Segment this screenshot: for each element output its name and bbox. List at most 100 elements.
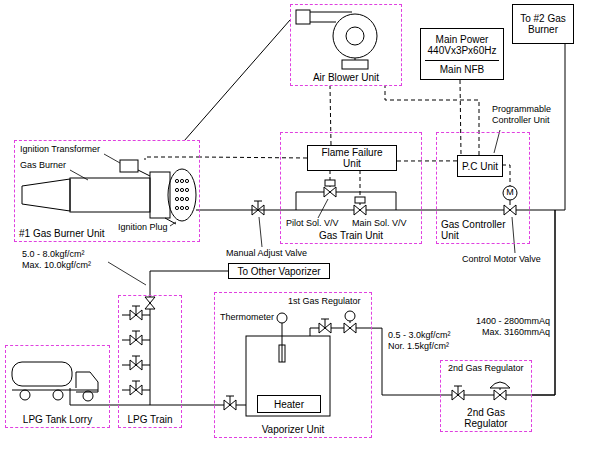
power-box: Main Power440Vx3Px60HzMain NFB [420,28,504,80]
part-label: Nor. 1.5kgf/cm² [388,341,449,352]
valve-handle [226,396,234,405]
drawing-stroke [330,186,331,187]
drawing-stroke [330,170,331,180]
part-label: Gas Burner [20,160,66,171]
drawing-stroke [145,157,200,160]
drawing-stroke [150,172,170,218]
node-text: LPG Tank Lorry [23,414,92,425]
part-label: 5.0 - 8.0kgf/cm² [22,249,85,260]
node-text: To #2 Gas Burner [517,13,569,35]
burner-hole [180,206,183,209]
signal-line [330,86,331,145]
drawing-stroke [259,217,262,247]
part-label: Main Sol. V/V [352,218,407,229]
node-text: Vaporizer Unit [262,424,325,435]
burner-hole [185,206,188,209]
burner-hole [175,206,178,209]
drawing-stroke [503,186,517,200]
drawing-stroke [122,315,150,390]
drawing-stroke [490,382,510,388]
valve-symbol [344,323,356,333]
burner-hole [185,197,188,200]
drawing-stroke [120,160,138,172]
burner-hole [180,197,183,200]
node-text: Gas Controller Unit [441,219,511,241]
drawing-stroke [170,222,176,226]
drawing-stroke [20,390,30,400]
destination-box: To #2 Gas Burner [512,4,574,44]
drawing-stroke [104,154,120,163]
valve-handle [132,306,140,315]
part-label: Pilot Sol. V/V [286,218,339,229]
drawing-stroke [70,178,150,212]
drawing-stroke [246,336,330,416]
drawing-stroke [310,12,352,22]
gas-pipe [532,44,565,395]
unit-box: Gas Controller Unit P.C Unit [436,132,530,244]
valve-symbol [354,205,366,215]
burner-hole [180,179,183,182]
burner-hole [180,188,183,191]
gas-pipe [530,210,555,395]
burner-hole [185,188,188,191]
drawing-stroke [510,200,511,205]
drawing-stroke [360,203,361,205]
drawing-stroke [502,165,510,186]
valve-symbol [504,205,516,215]
drawing-stroke [76,372,98,392]
drawing-stroke [342,60,368,69]
burner-hole [185,179,188,182]
node-text: Heater [274,399,304,410]
drawing-stroke [325,180,335,186]
valve-handle [132,381,140,390]
gas-pipe [182,405,214,406]
signal-line [397,160,457,161]
unit-box: Air Blower Unit [290,4,402,86]
blower-drawing [296,10,377,69]
burner-hole [175,197,178,200]
drawing-stroke [277,313,287,323]
drawing-stroke [108,262,146,285]
node-text: Gas Train Unit [319,230,383,241]
node-text: 440Vx3Px60Hz [428,45,497,56]
part-label: Ignition Plug [118,222,168,233]
burner-hole [175,179,178,182]
control-box: P.C Unit [457,155,503,177]
drawing-stroke [296,192,396,210]
gas-pipe [110,405,118,406]
lorry-drawing [12,362,98,401]
valve-symbol [324,187,336,197]
burner-holes [175,179,188,209]
node-text: Main NFB [425,60,499,75]
solenoids [325,180,517,390]
drawing-stroke [70,170,88,180]
part-label: Manual Adjust Valve [226,248,307,259]
drawing-stroke [346,27,364,45]
unit-box: LPG Train [118,295,182,428]
valve-handle [132,356,140,365]
drawing-stroke [333,14,377,58]
part-label: 1st Gas Regulator [288,296,361,307]
burner-hole [175,188,178,191]
part-label: Max. 3160mmAq [470,327,550,338]
signal-line [200,157,307,158]
drawing-stroke [350,321,351,323]
heater-box: Heater [257,395,321,413]
pipe-lines [70,192,532,405]
node-text: To Other Vaporizer [237,266,320,277]
unit-box: #1 Gas Burner Unit [14,140,200,242]
node-text: Main Power [436,34,489,45]
valve-handle [132,331,140,340]
drawing-stroke [168,169,196,221]
drawing-stroke [512,217,515,253]
drawing-stroke [355,58,356,60]
node-text: #1 Gas Burner Unit [19,228,105,239]
unit-box: LPG Tank Lorry [5,345,110,428]
node-text: P.C Unit [462,161,498,172]
drawing-stroke [360,170,361,197]
drawing-stroke [70,388,110,405]
valve-symbol [494,390,506,400]
valve-handle [454,386,462,395]
drawing-stroke [22,179,70,211]
